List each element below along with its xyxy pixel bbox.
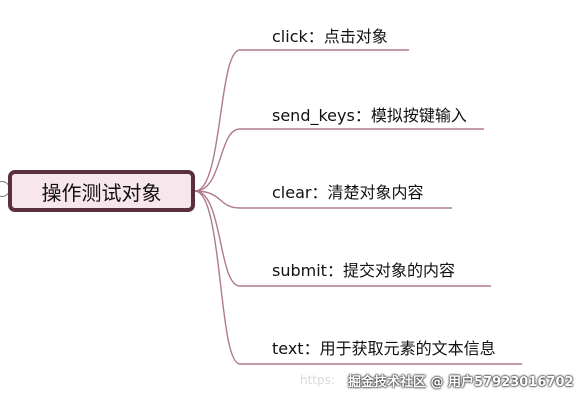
branch-click[interactable]: click：点击对象 bbox=[272, 27, 388, 47]
branch-label-text: text：用于获取元素的文本信息 bbox=[272, 339, 496, 358]
connector-click bbox=[194, 49, 409, 192]
branch-submit[interactable]: submit：提交对象的内容 bbox=[272, 261, 455, 281]
branch-text[interactable]: text：用于获取元素的文本信息 bbox=[272, 339, 496, 359]
connector-send-keys bbox=[194, 128, 484, 192]
connector-submit bbox=[194, 190, 491, 287]
branch-send-keys[interactable]: send_keys：模拟按键输入 bbox=[272, 106, 467, 126]
connector-text bbox=[194, 190, 522, 365]
watermark: 掘金技术社区 @ 用户57923016702 bbox=[348, 375, 574, 390]
branch-label-send-keys: send_keys：模拟按键输入 bbox=[272, 106, 467, 125]
central-topic-node[interactable]: 操作测试对象 bbox=[8, 170, 195, 212]
central-topic-label: 操作测试对象 bbox=[41, 180, 162, 205]
connector-clear bbox=[194, 190, 452, 209]
branch-label-submit: submit：提交对象的内容 bbox=[272, 261, 455, 280]
branch-clear[interactable]: clear：清楚对象内容 bbox=[272, 183, 423, 203]
branch-label-click: click：点击对象 bbox=[272, 27, 388, 46]
watermark-url: https: bbox=[300, 373, 335, 387]
branch-label-clear: clear：清楚对象内容 bbox=[272, 183, 424, 202]
